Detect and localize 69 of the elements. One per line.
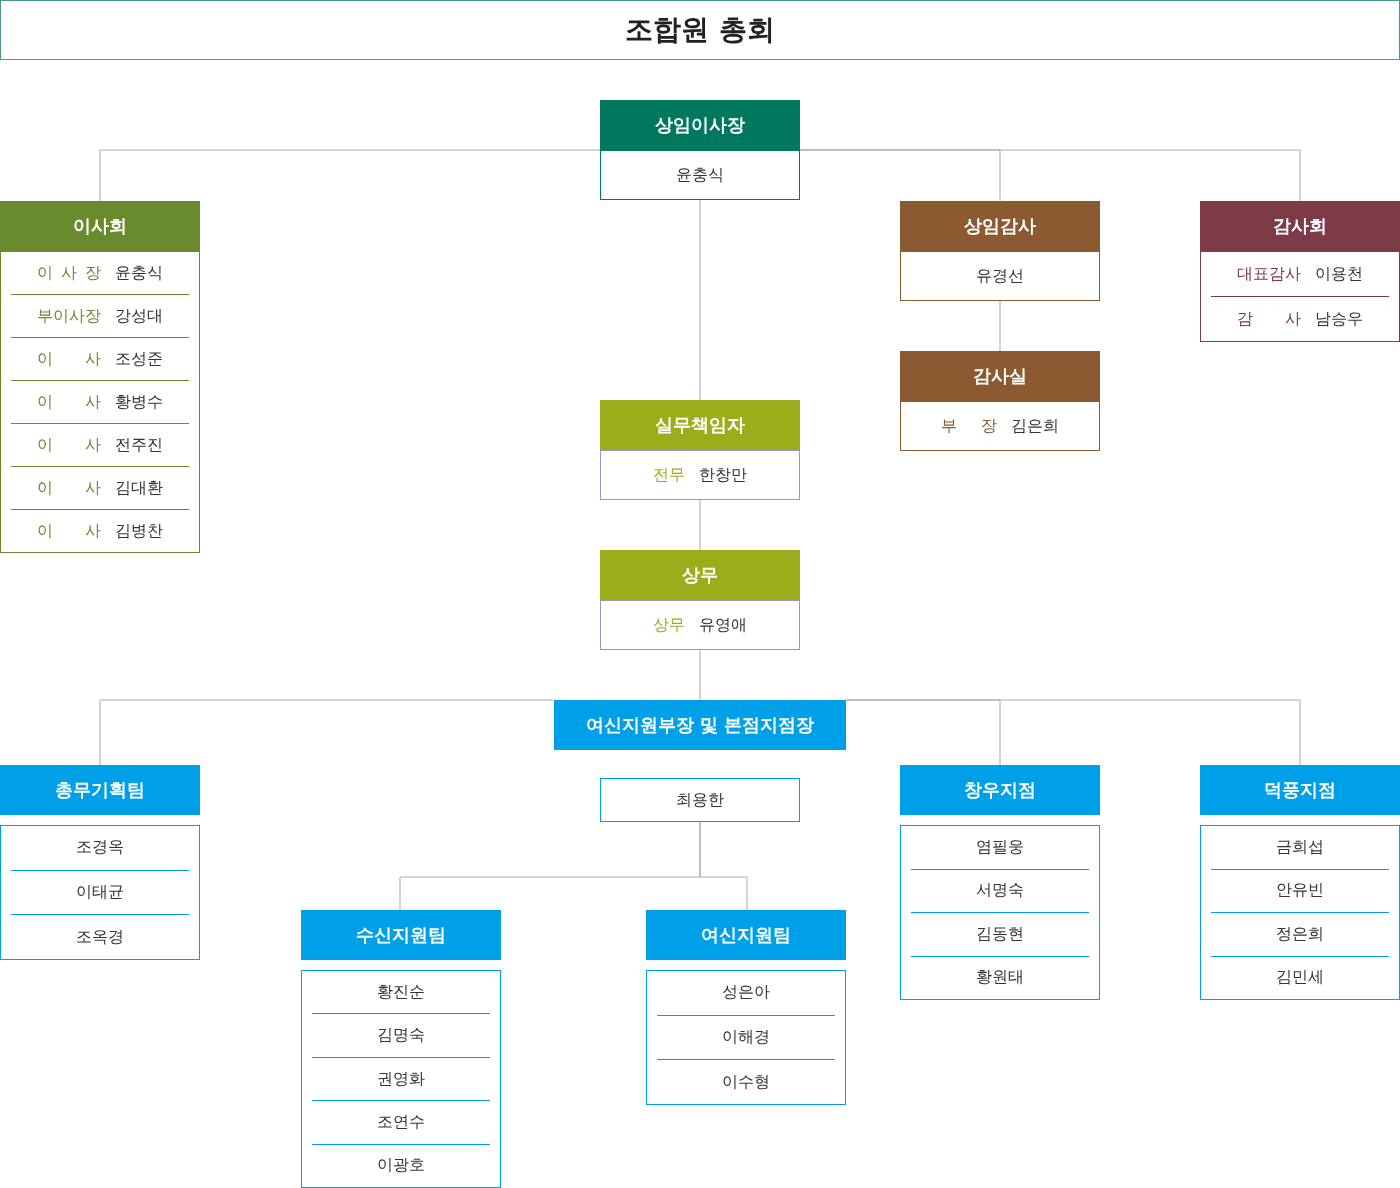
name-text: 전주진 xyxy=(115,434,163,456)
name-text: 윤충식 xyxy=(676,164,724,186)
name-text: 권영화 xyxy=(377,1068,425,1090)
name-text: 김병찬 xyxy=(115,520,163,542)
name-text: 황병수 xyxy=(115,391,163,413)
position-label: 이 사 xyxy=(37,434,101,456)
name-text: 유경선 xyxy=(976,265,1024,287)
position-label: 대표감사 xyxy=(1237,263,1301,285)
box-header: 창우지점 xyxy=(900,765,1100,815)
box-header: 덕풍지점 xyxy=(1200,765,1400,815)
box-header: 이사회 xyxy=(0,201,200,251)
name-text: 조옥경 xyxy=(76,926,124,948)
position-label: 이 사 xyxy=(37,391,101,413)
connector-line xyxy=(699,499,701,551)
name-text: 유영애 xyxy=(699,614,747,636)
name-text: 금희섭 xyxy=(1276,836,1324,858)
name-text: 안유빈 xyxy=(1276,880,1324,902)
name-text: 이태균 xyxy=(76,882,124,903)
name-text: 윤충식 xyxy=(115,262,163,284)
position-label: 이 사 xyxy=(37,520,101,542)
name-text: 김명숙 xyxy=(377,1025,425,1047)
box-header: 상무 xyxy=(600,550,800,600)
connector-line xyxy=(699,649,701,701)
name-text: 황원태 xyxy=(976,967,1024,989)
connector-line xyxy=(699,199,701,401)
connector-line xyxy=(99,149,601,202)
name-text: 황진순 xyxy=(377,981,425,1003)
box-header: 실무책임자 xyxy=(600,400,800,450)
name-text: 조성준 xyxy=(115,348,163,370)
box-header: 상임이사장 xyxy=(600,100,800,150)
name-text: 조경옥 xyxy=(76,837,124,859)
box-header: 총무기획팀 xyxy=(0,765,200,815)
name-text: 김동현 xyxy=(976,923,1024,945)
name-text: 남승우 xyxy=(1315,308,1363,330)
connector-line xyxy=(99,699,555,766)
position-label: 부이사장 xyxy=(37,305,101,327)
position-label: 전무 xyxy=(653,464,685,486)
name-text: 이수형 xyxy=(722,1071,770,1093)
name-text: 강성대 xyxy=(115,305,163,327)
name-text: 이광호 xyxy=(377,1155,425,1177)
name-text: 염필웅 xyxy=(976,836,1024,858)
name-text: 김은희 xyxy=(1011,415,1059,437)
name-text: 이용천 xyxy=(1315,263,1363,285)
position-label: 부 장 xyxy=(941,415,997,437)
position-label: 이 사 xyxy=(37,477,101,499)
connector-line xyxy=(999,300,1001,352)
position-label: 상무 xyxy=(653,614,685,636)
connector-line xyxy=(699,821,748,911)
position-label: 감 사 xyxy=(1237,308,1301,330)
name-text: 김대환 xyxy=(115,477,163,499)
position-label: 이 사 장 xyxy=(37,262,101,284)
position-label: 이 사 xyxy=(37,348,101,370)
name-text: 조연수 xyxy=(377,1111,425,1133)
box-header: 여신지원부장 및 본점지점장 xyxy=(554,700,846,750)
name-text: 이해경 xyxy=(722,1027,770,1048)
box-header: 수신지원팀 xyxy=(301,910,501,960)
box-header: 여신지원팀 xyxy=(646,910,846,960)
box-header: 감사실 xyxy=(900,351,1100,401)
name-text: 한창만 xyxy=(699,464,747,486)
box-header: 상임감사 xyxy=(900,201,1100,251)
name-text: 최용한 xyxy=(676,789,724,811)
box-header: 감사회 xyxy=(1200,201,1400,251)
name-text: 정은희 xyxy=(1276,923,1324,945)
name-text: 서명숙 xyxy=(976,880,1024,902)
connector-line xyxy=(845,699,1301,766)
connector-line xyxy=(799,149,1301,202)
name-text: 성은아 xyxy=(722,982,770,1004)
name-text: 김민세 xyxy=(1276,967,1324,989)
heading-box: 조합원 총회 xyxy=(0,0,1400,60)
